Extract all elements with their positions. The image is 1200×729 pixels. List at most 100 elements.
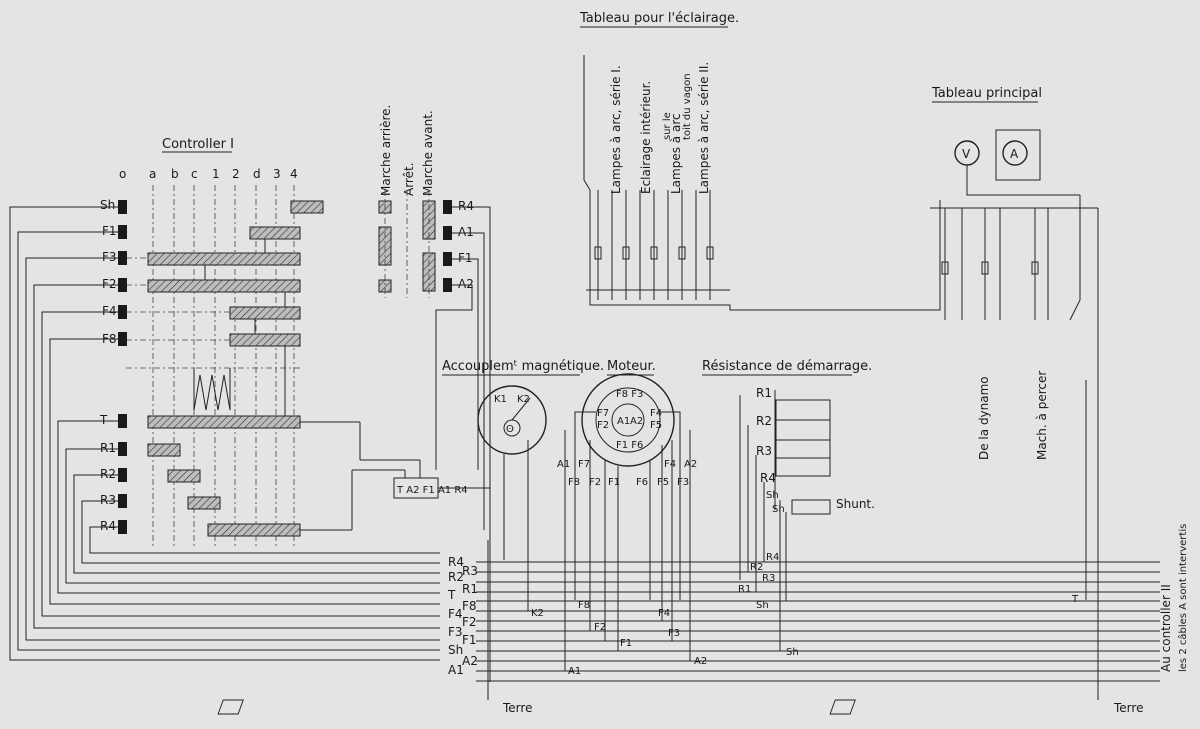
motor-field: F7 [597, 408, 609, 419]
resistance-tap: R1 [756, 386, 772, 400]
bus-tap: F1 [620, 638, 632, 649]
bus-tap: R3 [762, 573, 775, 584]
bus-label: F8 [462, 599, 477, 613]
coupling-title: Accouplemᵗ magnétique. [442, 359, 604, 374]
col-label: b [171, 167, 179, 181]
lighting-circuit: toit du vagon [682, 73, 693, 140]
bus-label: R2 [448, 570, 464, 584]
row-label: R1 [100, 441, 116, 455]
col-label: o [119, 167, 126, 181]
col-label: d [253, 167, 261, 181]
lighting-circuit: Lampes à arc, série II. [697, 62, 711, 194]
bus-label: A1 [448, 663, 464, 677]
meter-label: V [962, 147, 971, 161]
main-panel: V A De la dynamo Mach. à percer T Terre [829, 129, 1143, 715]
bus-label: F4 [448, 607, 463, 621]
reverser-terminal: A1 [458, 225, 474, 239]
resistance-title: Résistance de démarrage. [702, 359, 872, 374]
bus-tap: F3 [668, 628, 680, 639]
row-label: F4 [102, 304, 117, 318]
bus-tap: A1 [568, 666, 581, 677]
bus-label: R4 [448, 555, 464, 569]
resistance-tap: R3 [756, 444, 772, 458]
lighting-panel-title: Tableau pour l'éclairage. [579, 11, 739, 26]
lighting-circuit: Lampes à arc [669, 113, 683, 194]
coupling-terminal: K1 [494, 394, 507, 405]
motor-terminal: F7 [578, 459, 590, 470]
row-label: R2 [100, 467, 116, 481]
resistance-tap: Sh [766, 490, 779, 501]
motor-terminal: F4 [664, 459, 676, 470]
motor-field: F4 [650, 408, 662, 419]
bus-tap: Sh [756, 600, 769, 611]
shunt-label: Shunt. [836, 497, 875, 511]
lighting-circuit: Lampes à arc, série I. [609, 65, 623, 194]
motor-terminal: A2 [684, 459, 697, 470]
svg-text:ʘ: ʘ [506, 424, 514, 435]
reverser-terminal: A2 [458, 277, 474, 291]
col-label: 1 [212, 167, 220, 181]
resistance-tap: R2 [756, 414, 772, 428]
col-label: c [191, 167, 198, 181]
position-label: Marche avant. [421, 110, 435, 196]
motor-terminal: F5 [657, 477, 669, 488]
bus-tap: A2 [694, 656, 707, 667]
bus-tap: F4 [658, 608, 670, 619]
bus-label: F2 [462, 615, 477, 629]
col-label: 2 [232, 167, 240, 181]
lighting-circuit: sur le [662, 112, 673, 140]
lighting-circuit: Eclairage intérieur. [639, 81, 653, 194]
bus-label: A2 [462, 654, 478, 668]
row-label: R3 [100, 493, 116, 507]
motor-terminal: A1 [557, 459, 570, 470]
controller-title: Controller I [162, 137, 234, 152]
motor-field: F2 [597, 420, 609, 431]
bus-label: Sh [448, 643, 463, 657]
bus-tap: R4 [766, 552, 779, 563]
reverser-terminal: F1 [458, 251, 473, 265]
main-panel-title: Tableau principal [931, 86, 1042, 101]
magnetic-coupling: ʘ K1 K2 K2 Terre [217, 385, 547, 715]
output-label: De la dynamo [977, 376, 991, 460]
bus-tap: F8 [578, 600, 590, 611]
controller-one: o a b c 1 2 d 3 4 Sh F1 F3 F2 F4 F8 T R1… [9, 105, 491, 661]
meter-label: A [1010, 147, 1019, 161]
bus-label: R3 [462, 564, 478, 578]
position-label: Arrêt. [402, 162, 416, 196]
reverser-terminal: R4 [458, 199, 474, 213]
bus-tap: K2 [531, 608, 544, 619]
row-label: R4 [100, 519, 116, 533]
ground-label: Terre [502, 701, 532, 715]
bus-labels: R4 R2 R3 R1 T F8 F4 F2 F3 F1 Sh A2 A1 [447, 555, 478, 677]
bus-label: F1 [462, 633, 477, 647]
motor-terminal: F6 [636, 477, 648, 488]
resistance-tap: Sh [772, 504, 785, 515]
ammeter-icon [1002, 140, 1028, 166]
starting-resistance: R1 R2 R3 R4 Sh Sh Shunt. R4 R2 R3 R1 Sh … [738, 386, 875, 658]
col-label: 4 [290, 167, 298, 181]
motor-terminal: F1 [608, 477, 620, 488]
bus-tap: Sh [786, 647, 799, 658]
motor-armature: A2 [630, 416, 643, 427]
motor-terminal: F3 [677, 477, 689, 488]
bus-label: R1 [462, 582, 478, 596]
bus-tap: R2 [750, 562, 763, 573]
coupling-terminal: K2 [517, 394, 530, 405]
output-label: Mach. à percer [1035, 371, 1049, 460]
motor-field: F8 F3 [616, 389, 643, 400]
row-label: F1 [102, 224, 117, 238]
bus-label: T [447, 588, 456, 602]
motor: A1 A2 F8 F3 F1 F6 F7 F2 F4 F5 A1 F7 F8 F… [557, 373, 707, 677]
side-note: Au controller II [1159, 584, 1173, 672]
motor-field: F1 F6 [616, 440, 643, 451]
position-label: Marche arrière. [379, 105, 393, 196]
col-label: a [149, 167, 156, 181]
bus-label: F3 [448, 625, 463, 639]
side-note: les 2 câbles A sont intervertis [1177, 524, 1189, 672]
junction-box-label: T A2 F1 A1 R4 [396, 485, 468, 496]
bus-tap: F2 [594, 622, 606, 633]
row-label: F2 [102, 277, 117, 291]
row-label: T [99, 413, 108, 427]
